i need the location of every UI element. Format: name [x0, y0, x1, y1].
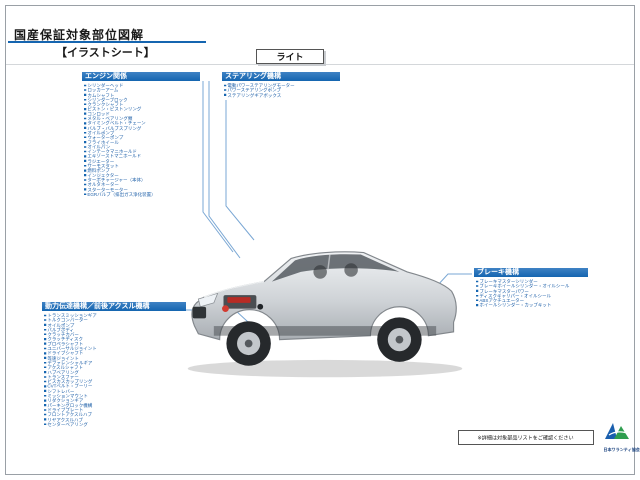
powertrain-parts-list: トランスミッションギアトルクコンバーターオイルポンプバルブボディクラッチカバーク… [44, 314, 164, 427]
part-item: プロペラシャフト [44, 342, 164, 347]
part-item: インテークマニホールド [84, 150, 197, 155]
part-item: オイルポンプ [84, 131, 197, 136]
engine-parts-list: シリンダーヘッドロッカーアームカムシャフトシリンダーブロッククランクシャフトピス… [84, 84, 197, 197]
part-item: カムシャフト [84, 93, 197, 98]
page-subtitle: 【イラストシート】 [56, 47, 155, 59]
association-logo-mark [605, 423, 630, 439]
part-item: ハブベアリング [44, 371, 164, 376]
part-item: ブレーキマスターパワー [476, 289, 592, 294]
part-item: フライホイール [84, 141, 197, 146]
part-item: ミッションマウント [44, 394, 164, 399]
part-item: シリンダーヘッド [84, 84, 197, 89]
part-item: クラッチディスク [44, 338, 164, 343]
part-item: ホイールシリンダー・カップキット [476, 304, 592, 309]
page-border [5, 5, 635, 475]
part-item: オルタネーター [84, 183, 197, 188]
part-item: ロッカーアーム [84, 89, 197, 94]
part-item: パワーステアリングポンプ [224, 89, 340, 94]
part-item: トルクコンバーター [44, 319, 164, 324]
part-item: クランクシャフト [84, 103, 197, 108]
part-item: 燃料ポンプ [84, 169, 197, 174]
part-item: オイルポンプ [44, 323, 164, 328]
part-item: ディスクキャリパー・オイルシール [476, 294, 592, 299]
part-item: オイルパン [84, 145, 197, 150]
part-item: デファレンシャルギア [44, 361, 164, 366]
page-title: 国産保証対象部位図解 [14, 28, 145, 42]
section-header-powertrain: 動力伝達機構／前後アクスル機構 [42, 302, 186, 311]
part-item: メタル・ベアリング類 [84, 117, 197, 122]
header-divider [6, 64, 634, 65]
part-item: センターベアリング [44, 423, 164, 428]
note-box: ※詳細は対象部品リストをご確認ください [458, 430, 594, 445]
part-item: バルブ・バルブスプリング [84, 127, 197, 132]
part-item: ターボチャージャー（本体） [84, 178, 197, 183]
part-item: アクスルシャフト [44, 366, 164, 371]
part-item: リダクションギア [44, 399, 164, 404]
light-button[interactable]: ライト [256, 49, 324, 64]
part-item: バルブボディ [44, 328, 164, 333]
part-item: スターターモーター [84, 188, 197, 193]
title-underline [8, 41, 206, 43]
part-item: ビスカスカップリング [44, 380, 164, 385]
part-item: エキゾーストマニホールド [84, 155, 197, 160]
part-item: ABSアクチュエーター [476, 299, 592, 304]
part-item: ドライブプレート [44, 408, 164, 413]
part-item: ピストン・ピストンリング [84, 108, 197, 113]
steering-parts-list: 電動パワーステアリングモーターパワーステアリングポンプステアリングギアボックス [224, 84, 340, 98]
part-item: インジェクター [84, 174, 197, 179]
part-item: タイミングベルト・チェーン [84, 122, 197, 127]
part-item: シフトレバー [44, 390, 164, 395]
part-item: パーキングロック機構 [44, 404, 164, 409]
part-item: トランスファー [44, 375, 164, 380]
part-item: ユニバーサルジョイント [44, 347, 164, 352]
part-item: フロントアクスルハブ [44, 413, 164, 418]
note-text: ※詳細は対象部品リストをご確認ください [477, 436, 575, 442]
part-item: トランスミッションギア [44, 314, 164, 319]
brake-parts-list: ブレーキマスターシリンダーブレーキホイールシリンダー・オイルシールブレーキマスタ… [476, 280, 592, 308]
section-header-brake: ブレーキ機構 [474, 268, 588, 277]
part-item: コンロッド [84, 112, 197, 117]
part-item: シリンダーブロック [84, 98, 197, 103]
part-item: クラッチカバー [44, 333, 164, 338]
part-item: ラジエーター [84, 160, 197, 165]
part-item: 電動パワーステアリングモーター [224, 84, 340, 89]
section-header-engine: エンジン関係 [82, 72, 200, 81]
part-item: ブレーキマスターシリンダー [476, 280, 592, 285]
part-item: 等速ジョイント [44, 357, 164, 362]
association-name: 日本ワランティ協会 [603, 448, 640, 453]
part-item: EGRバルブ（排出ガス浄化装置） [84, 193, 197, 198]
part-item: ステアリングギアボックス [224, 93, 340, 98]
part-item: ブレーキホイールシリンダー・オイルシール [476, 285, 592, 290]
part-item: リヤアクスルハブ [44, 418, 164, 423]
part-item: ドライブシャフト [44, 352, 164, 357]
association-logo: 日本ワランティ協会 [597, 421, 640, 455]
part-item: ウォーターポンプ [84, 136, 197, 141]
part-item: サーモスタット [84, 164, 197, 169]
part-item: CVTベルト・プーリー [44, 385, 164, 390]
section-header-steering: ステアリング機構 [222, 72, 340, 81]
